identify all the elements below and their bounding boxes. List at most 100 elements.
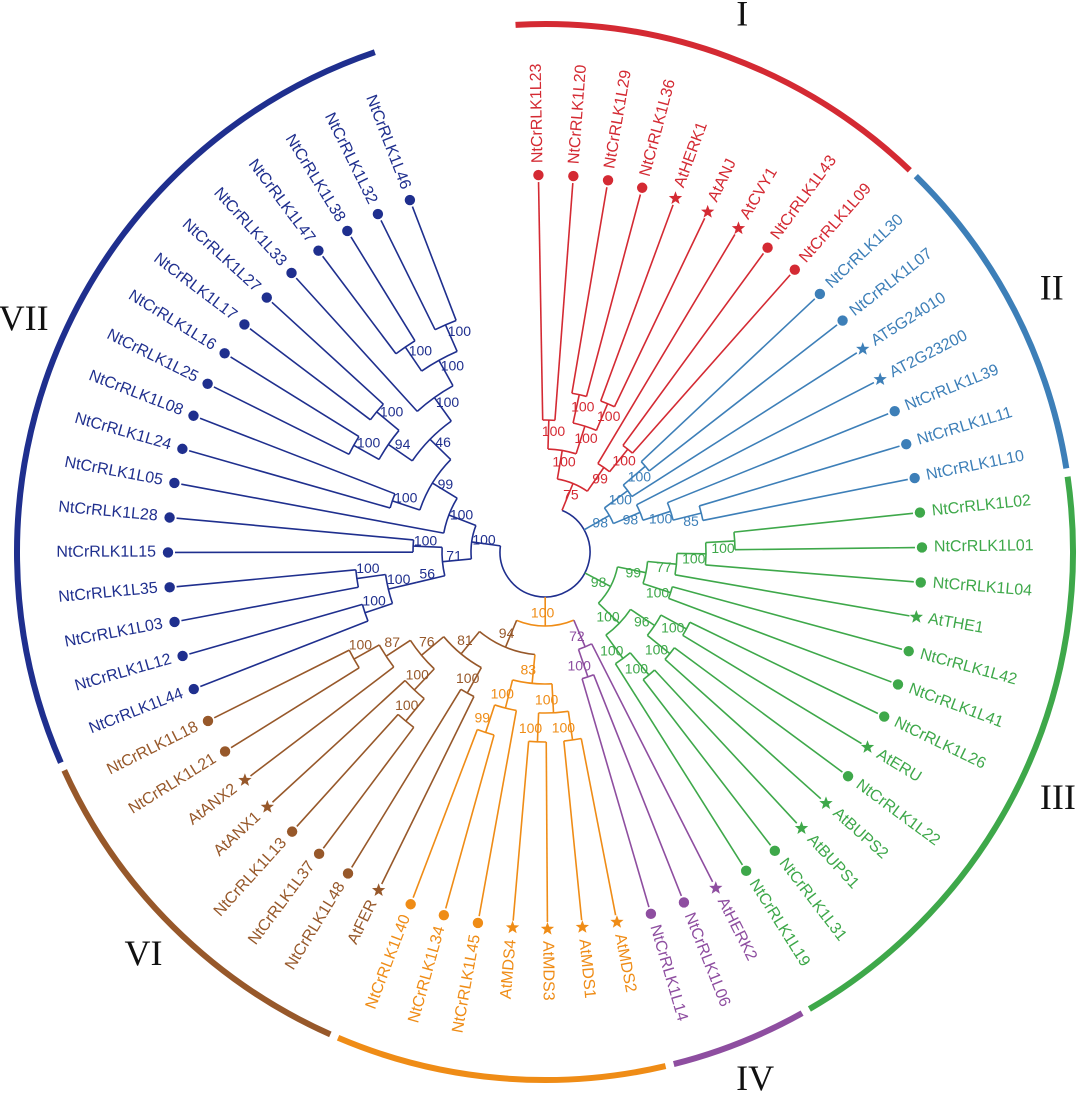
leaf-circle-marker [372,208,384,220]
leaf-branch [249,328,371,421]
clade-arc [515,21,912,173]
leaf-branch [230,356,360,438]
bootstrap-value: 100 [535,692,559,708]
bootstrap-value: 100 [531,605,555,621]
internal-branch [573,619,586,648]
clade-label: V [483,1096,509,1098]
node-connector [470,525,477,560]
internal-branch [405,698,425,722]
leaf-markers [162,169,928,935]
bootstrap-value: 100 [597,408,621,424]
leaf-label: NtCrRLK1L11 [915,404,1014,448]
node-connector [512,679,553,685]
leaf-star-marker [540,921,555,935]
bootstrap-value: 100 [356,560,380,576]
leaf-circle-marker [837,315,848,326]
leaf-label: NtCrRLK1L45 [449,933,483,1034]
node-connector [516,619,575,627]
internal-branch [630,608,656,627]
leaf-circle-marker [169,616,180,628]
leaf-branch [667,413,889,504]
leaf-circle-marker [789,264,801,275]
leaf-label: NtCrRLK1L03 [63,615,164,650]
leaf-label: AtANJ [705,156,740,204]
leaf-circle-marker [169,477,180,489]
bootstrap-value: 77 [656,559,672,575]
leaf-branch [642,679,772,846]
node-connector [597,462,611,473]
leaf-circle-marker [892,679,904,690]
leaf-circle-marker [903,645,914,657]
leaf-circle-marker [533,169,544,181]
bootstrap-value: 56 [419,566,435,582]
bootstrap-value: 75 [563,486,579,502]
clade-label: VII [0,298,49,338]
leaf-circle-marker [645,908,657,920]
internal-branch [556,450,564,480]
leaf-branch [640,298,816,463]
bootstrap-value: 100 [472,532,496,548]
leaf-branch [230,667,360,749]
bootstrap-value: 96 [634,614,650,630]
bootstrap-value: 81 [457,632,473,648]
leaf-star-marker [856,342,870,355]
leaf-branch [213,649,350,719]
leaf-branch [689,621,879,715]
leaf-label: AtMDS2 [611,932,639,994]
leaf-branch [636,381,875,506]
leaf-label: AtTHE1 [927,610,985,636]
internal-branch [404,346,423,372]
leaf-label: NtCrRLK1L23 [528,63,547,163]
leaf-branch [444,734,495,909]
leaf-star-marker [709,881,723,894]
bootstrap-value: 100 [628,469,652,485]
internal-branch [586,467,605,492]
leaf-label: AtFER [345,897,381,947]
leaf-circle-marker [602,175,614,186]
node-connector [640,461,650,472]
bootstrap-value: 99 [475,709,491,725]
internal-branch [572,394,581,424]
node-connector [528,740,547,743]
bootstrap-value: 100 [450,507,474,523]
leaf-circle-marker [188,683,199,695]
leaf-circle-marker [404,194,416,206]
leaf-branch [545,741,549,922]
clade-label: III [1040,777,1076,817]
leaf-circle-marker [313,848,325,860]
leaf-branch [699,445,900,507]
leaf-circle-marker [909,472,920,484]
leaf-label: AtERU [874,746,925,786]
leaf-branch [664,658,822,800]
bootstrap-value: 71 [446,547,462,563]
internal-branch [551,683,555,713]
bootstrap-value: 100 [568,658,592,674]
leaf-star-marker [701,204,715,218]
internal-branch [442,558,472,563]
leaf-label: AtHERK1 [671,120,711,190]
bootstrap-value: 100 [406,667,430,683]
internal-branch [460,631,481,655]
node-connector [597,566,619,604]
clade-label: II [1040,267,1064,307]
node-connector [605,608,632,636]
bootstrap-value: 100 [394,490,418,506]
leaf-label: NtCrRLK1L35 [58,580,159,606]
bootstrap-value: 85 [683,513,699,529]
bootstrap-value: 87 [384,634,400,650]
leaf-circle-marker [769,845,781,857]
leaf-circle-marker [636,182,648,193]
leaf-circle-marker [889,405,900,417]
bootstrap-value: 100 [441,358,465,374]
bootstrap-value: 98 [623,511,639,527]
bootstrap-value: 100 [357,434,381,450]
internal-branch [484,704,496,733]
internal-branch [629,652,650,676]
internal-branch [646,634,671,655]
internal-branch [547,420,550,450]
leaf-circle-marker [177,650,188,662]
internal-branch [672,512,702,521]
leaf-circle-marker [740,865,752,877]
leaf-label: AtHERK2 [714,895,760,964]
internal-branch [429,438,452,461]
